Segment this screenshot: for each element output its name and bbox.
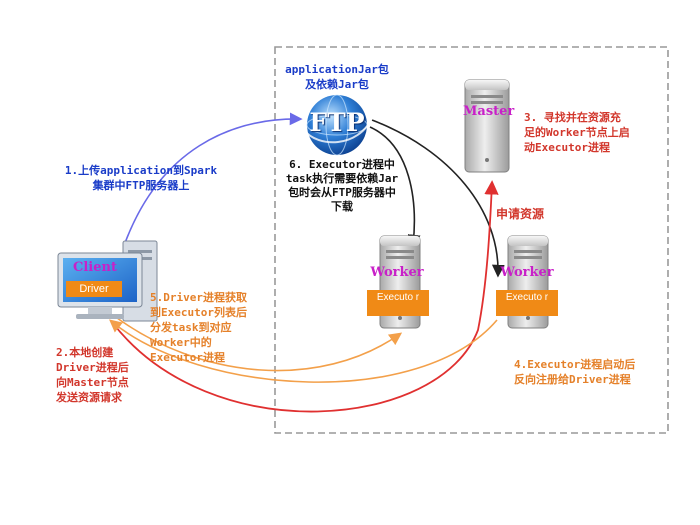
step-1-line-1: 1.上传application到Spark bbox=[64, 164, 218, 177]
arrow-ftp-to-worker-1 bbox=[369, 126, 421, 248]
step-5-line-1: 5.Driver进程获取 bbox=[150, 291, 247, 304]
step-5-line-3: 分发task到对应 bbox=[150, 321, 232, 334]
step-3-line-3: 动Executor进程 bbox=[524, 141, 610, 154]
worker-1-executor-box: Executo r bbox=[367, 290, 429, 316]
step-4-line-2: 反向注册给Driver进程 bbox=[514, 373, 631, 386]
step-2-line-2: Driver进程后 bbox=[56, 361, 129, 374]
ftp-caption-line-2: 及依赖Jar包 bbox=[305, 78, 369, 91]
arrow-dispatch-task bbox=[112, 314, 403, 372]
step-3-line-1: 3. 寻找并在资源充 bbox=[524, 111, 621, 124]
step-4-line-1: 4.Executor进程启动后 bbox=[514, 358, 636, 371]
driver-box: Driver bbox=[66, 281, 122, 297]
client-label: Client bbox=[73, 260, 117, 275]
arrow-ftp-to-worker-2 bbox=[371, 119, 505, 278]
step-5-line-4: Worker中的 bbox=[150, 336, 212, 349]
ftp-caption: applicationJar包 及依赖Jar包 bbox=[276, 62, 398, 92]
worker-1-label: Worker bbox=[370, 265, 424, 280]
ftp-server-icon bbox=[303, 94, 373, 156]
step-5-line-5: Executor进程 bbox=[150, 351, 225, 364]
request-resources-label: 申请资源 bbox=[496, 207, 545, 221]
step-2-line-1: 2.本地创建 bbox=[56, 346, 114, 359]
annotation-step-6: 6. Executor进程中 task执行需要依赖Jar 包时会从FTP服务器中… bbox=[272, 158, 412, 214]
ftp-caption-line-1: applicationJar包 bbox=[285, 63, 389, 76]
step-1-line-2: 集群中FTP服务器上 bbox=[92, 179, 190, 192]
annotation-step-5: 5.Driver进程获取 到Executor列表后 分发task到对应 Work… bbox=[150, 290, 290, 365]
step-6-line-3: 包时会从FTP服务器中 bbox=[288, 186, 396, 199]
step-6-line-4: 下载 bbox=[331, 200, 353, 213]
master-server-icon bbox=[464, 79, 510, 173]
client-computer-icon bbox=[57, 240, 158, 322]
worker-2-executor-box: Executo r bbox=[496, 290, 558, 316]
annotation-step-1: 1.上传application到Spark 集群中FTP服务器上 bbox=[36, 163, 246, 193]
step-6-line-2: task执行需要依赖Jar bbox=[285, 172, 399, 185]
step-2-line-3: 向Master节点 bbox=[56, 376, 129, 389]
step-3-line-2: 足的Worker节点上启 bbox=[524, 126, 630, 139]
master-label: Master bbox=[463, 104, 515, 119]
step-6-line-1: 6. Executor进程中 bbox=[289, 158, 395, 171]
step-2-line-4: 发送资源请求 bbox=[56, 391, 122, 404]
arrow-request-resources bbox=[111, 180, 499, 413]
worker-2-label: Worker bbox=[500, 265, 554, 280]
step-5-line-2: 到Executor列表后 bbox=[150, 306, 247, 319]
annotation-step-2: 2.本地创建 Driver进程后 向Master节点 发送资源请求 bbox=[56, 345, 166, 405]
annotation-step-4: 4.Executor进程启动后 反向注册给Driver进程 bbox=[514, 357, 684, 387]
ftp-logo-text: FTP bbox=[309, 108, 365, 137]
cluster-boundary bbox=[274, 46, 669, 434]
arrow-register-to-driver bbox=[109, 319, 498, 383]
arrow-upload-to-ftp bbox=[124, 112, 303, 244]
annotation-step-3: 3. 寻找并在资源充 足的Worker节点上启 动Executor进程 bbox=[524, 110, 684, 155]
